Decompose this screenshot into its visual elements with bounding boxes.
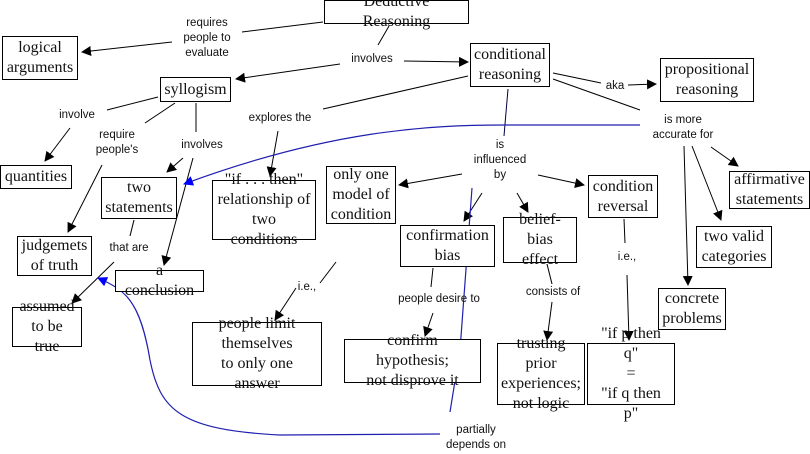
link-label-aka: aka [605,80,625,92]
link-belief-consists [546,263,553,285]
concept-judgements-of-truth[interactable]: judgemets of truth [17,236,92,276]
link-confirmation-desire [430,267,434,288]
link-conditional-accurate [552,78,641,111]
concept-affirmative-statements[interactable]: affirmative statements [729,171,810,209]
link-deductive-requires [241,21,324,33]
concept-deductive-reasoning[interactable]: Deductive Reasoning [324,0,469,30]
link-desire-confirm [423,312,434,337]
concept-condition-reversal[interactable]: condition reversal [588,175,658,218]
concept-two-statements[interactable]: two statements [101,177,177,219]
link-involves-conditional [403,56,469,67]
concept-confirmation-bias[interactable]: confirmation bias [400,225,495,267]
link-label-people-desire-to: people desire to [398,293,480,305]
link-label-is-more-accurate-for: is more accurate for [652,114,714,141]
concept-quantities[interactable]: quantities [0,165,72,189]
concept-a-conclusion[interactable]: a conclusion [115,262,204,299]
link-ie-people-limit [274,287,297,321]
link-consists-trusting [543,301,554,341]
link-requires-logical-arguments [81,41,173,56]
link-accurate-two-valid [691,145,723,221]
concept-confirm-hypothesis[interactable]: confirm hypothesis; not disprove it [344,332,481,389]
link-influenced-only-one [398,173,463,189]
concept-logical-arguments[interactable]: logical arguments [2,36,78,80]
concept-assumed-to-be-true[interactable]: assumed to be true [12,298,82,355]
link-syllogism-require [144,102,176,124]
link-two-statements-thatare [129,219,135,237]
concept-only-one-model[interactable]: only one model of condition [326,166,396,224]
concept-two-valid-categories[interactable]: two valid categories [696,226,772,268]
link-influenced-confirmation [463,192,483,222]
link-require-judgements [67,164,103,233]
link-deductive-involves [377,25,390,46]
link-explores-ifthen [266,130,279,177]
link-accurate-concrete [682,145,693,286]
concept-trusting-prior[interactable]: trusting prior experiences; not logic [497,335,585,412]
link-accurate-affirmative [710,146,739,167]
link-conditional-explores [322,75,469,110]
link-involves-conclusion [161,157,194,266]
link-label-ie-reversal: i.e., [617,251,637,263]
concept-belief-bias-effect[interactable]: belief-bias effect [503,211,577,268]
link-ie-ifp [623,274,634,341]
link-aka-propositional [627,79,657,90]
link-involve-quantities [44,127,71,162]
concept-conditional-reasoning[interactable]: conditional reasoning [470,43,550,87]
link-label-involves-top: involves [351,53,393,65]
concept-concrete-problems[interactable]: concrete problems [658,288,726,330]
link-label-involves-syllogism: involves [181,139,223,151]
link-label-require-peoples: require people's [95,129,139,156]
crosslink-accurate-two-statements [183,124,640,186]
link-influenced-condition-reversal [537,174,585,188]
crosslink-partially-assumed [97,277,441,436]
link-reversal-ie [623,218,626,244]
link-label-ie-only-one: i.e., [297,281,317,293]
concept-people-limit[interactable]: people limit themselves to only one answ… [192,315,322,392]
link-label-that-are: that are [109,242,149,254]
link-label-involve: involve [59,109,95,121]
link-label-explores-the: explores the [248,112,312,124]
concept-syllogism[interactable]: syllogism [160,77,231,102]
concept-if-then-relationship[interactable]: "if . . . then" relationship of two cond… [212,171,316,248]
link-involves-two-statements [166,157,184,173]
link-thatare-assumed [71,261,115,304]
link-label-is-influenced-by: is influenced by [473,139,527,181]
link-conditional-influenced [503,88,509,137]
link-influenced-belief [516,192,529,213]
concept-if-p-then-q[interactable]: "if p then q" = "if q then p" [587,325,675,422]
link-syllogism-involve [106,96,159,111]
link-involves-syllogism [235,63,341,83]
link-label-partially-depends-on: partially depends on [445,424,507,451]
link-conditional-aka [552,72,602,84]
link-only-one-ie [319,261,337,284]
concept-propositional-reasoning[interactable]: propositional reasoning [660,58,754,102]
link-label-consists-of: consists of [525,286,581,298]
link-label-requires-people-to-evaluate: requires people to evaluate [183,17,231,59]
